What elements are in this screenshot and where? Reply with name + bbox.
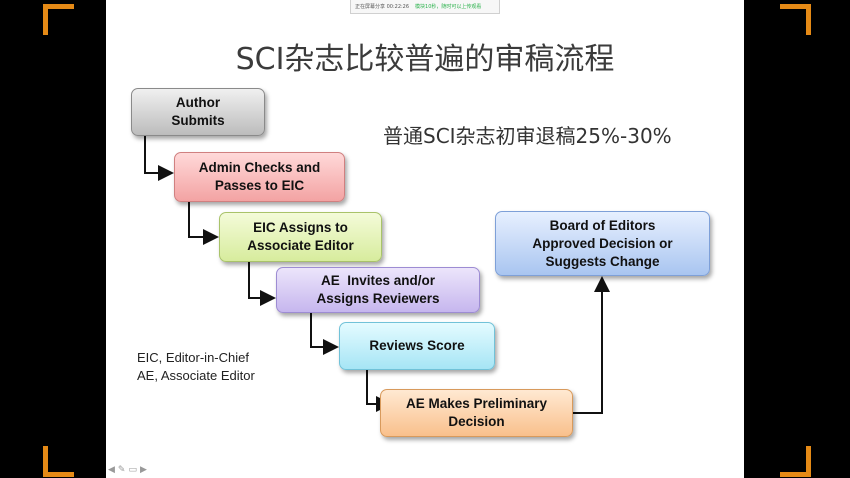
prev-slide-icon[interactable]: ◀ — [108, 465, 115, 475]
step-board-line2: Approved Decision or — [532, 235, 673, 251]
step-prelim-line1: AE Makes Preliminary — [405, 396, 548, 411]
step-board-of-editors: Board of Editors Approved Decision or Su… — [495, 211, 710, 276]
step-reviews-score: Reviews Score — [339, 322, 495, 370]
step-ae-line1: AE Invites and/or — [320, 273, 436, 288]
step-author-line2: Submits — [171, 113, 225, 128]
step-board-line1: Board of Editors — [549, 217, 656, 233]
arrow-prelim-to-board — [573, 276, 610, 414]
step-eic-assigns: EIC Assigns to Associate Editor — [219, 212, 382, 262]
step-admin-line2: Passes to EIC — [214, 178, 305, 193]
slide-title: SCI杂志比较普遍的审稿流程 — [235, 42, 615, 77]
abbreviation-legend: EIC, Editor-in-Chief AE, Associate Edito… — [137, 349, 255, 385]
frame-corner-top-left — [43, 4, 74, 35]
step-reviews-line1: Reviews Score — [369, 338, 465, 353]
arrow-ae-to-reviews — [310, 313, 339, 355]
step-eic-line1: EIC Assigns to — [253, 220, 348, 235]
slide-nav-controls[interactable]: ◀ ✎ ▭ ▶ — [108, 465, 147, 475]
arrow-eic-to-ae — [248, 262, 276, 306]
step-prelim-line2: Decision — [448, 414, 505, 429]
arrow-admin-to-eic — [188, 202, 219, 245]
step-eic-line2: Associate Editor — [247, 238, 354, 253]
slide-subtitle: 普通SCI杂志初审退稿25%-30% — [383, 124, 672, 148]
step-ae-invites-reviewers: AE Invites and/or Assigns Reviewers — [276, 267, 480, 313]
step-ae-preliminary-decision: AE Makes Preliminary Decision — [380, 389, 573, 437]
frame-corner-bottom-left — [43, 446, 74, 477]
next-slide-icon[interactable]: ▶ — [139, 465, 147, 475]
step-admin-checks: Admin Checks and Passes to EIC — [174, 152, 345, 202]
frame-corner-top-right — [780, 4, 811, 35]
step-admin-line1: Admin Checks and — [198, 160, 321, 175]
legend-eic: EIC, Editor-in-Chief — [137, 350, 249, 365]
step-author-line1: Author — [175, 95, 221, 110]
recording-status: 正在屏幕分享 00:22:26 — [355, 4, 410, 10]
slide-menu-icon[interactable]: ▭ — [128, 465, 137, 475]
screen-share-status-bar: 正在屏幕分享 00:22:26 模块10秒，随时可以上传观看 — [350, 0, 500, 14]
step-author-submits: Author Submits — [131, 88, 265, 136]
step-ae-line2: Assigns Reviewers — [316, 291, 440, 306]
arrow-author-to-admin — [144, 136, 174, 181]
status-message: 模块10秒，随时可以上传观看 — [415, 4, 482, 10]
pen-tool-icon[interactable]: ✎ — [117, 465, 126, 475]
legend-ae: AE, Associate Editor — [137, 368, 255, 383]
step-board-line3: Suggests Change — [545, 253, 660, 269]
frame-corner-bottom-right — [780, 446, 811, 477]
